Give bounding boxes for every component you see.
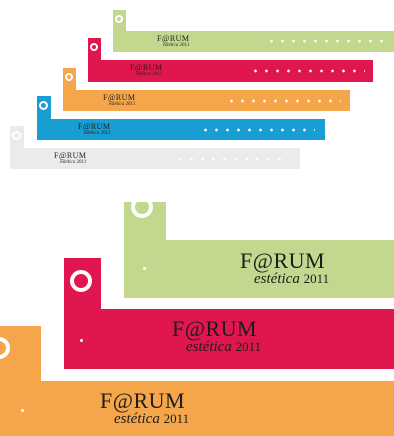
punch-hole-icon <box>115 15 123 23</box>
forum-estetica-logo: F@RUM estética 2011 <box>172 318 261 355</box>
perforation-dots <box>250 69 365 73</box>
logo-year-text: 2011 <box>125 102 136 107</box>
logo-estetica-text: estética <box>186 339 232 355</box>
logo-estetica-text: estética <box>114 411 160 427</box>
punch-hole-icon <box>0 337 10 359</box>
logo-forum-text: F@RUM <box>103 93 136 102</box>
forum-estetica-logo: F@RUM estética 2011 <box>78 122 111 137</box>
logo-forum-text: F@RUM <box>78 122 111 131</box>
perforation-dots <box>175 157 290 161</box>
forum-estetica-logo: F@RUM estética 2011 <box>103 93 136 108</box>
forum-estetica-logo: F@RUM estética 2011 <box>130 63 163 78</box>
logo-forum-text: F@RUM <box>240 248 326 273</box>
perforation-dots <box>226 99 341 103</box>
punch-hole-icon <box>65 73 73 81</box>
perforation-dots <box>266 39 388 43</box>
logo-estetica-text: estética <box>84 131 100 136</box>
wristband-green-large <box>165 240 394 298</box>
wristband-orange-large <box>40 381 394 436</box>
logo-year-text: 2011 <box>100 131 111 136</box>
logo-forum-text: F@RUM <box>100 388 186 413</box>
punch-hole-icon <box>12 131 21 140</box>
wristband-tab <box>124 202 166 298</box>
logo-year-text: 2011 <box>179 43 190 48</box>
logo-estetica-text: estética <box>109 102 125 107</box>
logo-year-text: 2011 <box>303 271 330 286</box>
punch-hole-icon <box>90 43 98 51</box>
punch-hole-icon <box>70 270 92 292</box>
punch-hole-icon <box>39 101 48 110</box>
wristband-grey-small <box>23 148 300 169</box>
logo-estetica-text: estética <box>60 160 76 165</box>
logo-year-text: 2011 <box>76 160 87 165</box>
logo-estetica-text: estética <box>254 271 300 287</box>
forum-estetica-logo: F@RUM estética 2011 <box>240 250 329 287</box>
perforation-dots <box>200 128 315 132</box>
logo-year-text: 2011 <box>163 411 190 426</box>
perforation-dot <box>80 339 83 342</box>
forum-estetica-logo: F@RUM estética 2011 <box>157 34 190 49</box>
logo-year-text: 2011 <box>152 72 163 77</box>
perforation-dot <box>21 409 24 412</box>
logo-forum-text: F@RUM <box>157 34 190 43</box>
forum-estetica-logo: F@RUM estética 2011 <box>54 151 87 166</box>
logo-forum-text: F@RUM <box>172 316 258 341</box>
wristband-pink-large <box>100 309 394 369</box>
logo-estetica-text: estética <box>163 43 179 48</box>
logo-forum-text: F@RUM <box>130 63 163 72</box>
wristband-orange-small <box>75 90 350 111</box>
logo-estetica-text: estética <box>136 72 152 77</box>
logo-year-text: 2011 <box>235 339 262 354</box>
wristband-blue-small <box>50 119 325 140</box>
punch-hole-icon <box>131 196 153 218</box>
perforation-dot <box>143 267 146 270</box>
wristband-pink-small <box>100 60 373 82</box>
logo-forum-text: F@RUM <box>54 151 87 160</box>
forum-estetica-logo: F@RUM estética 2011 <box>100 390 189 427</box>
wristband-green-small <box>125 31 394 52</box>
